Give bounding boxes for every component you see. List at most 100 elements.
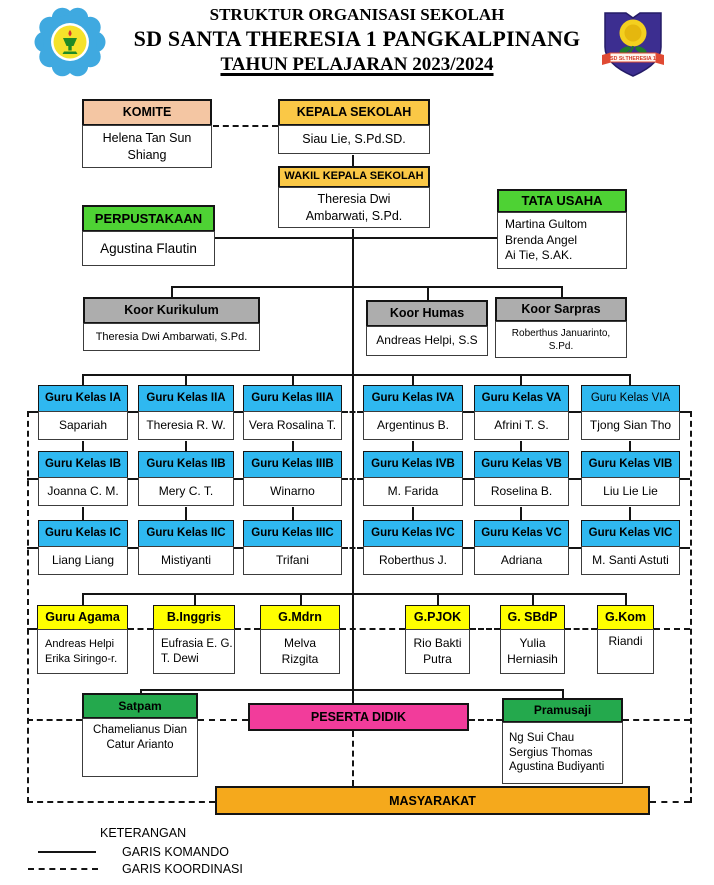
garis-koordinasi-line: [680, 411, 690, 413]
guru-mdrn-box: G.Mdrn Melva Rizgita: [260, 605, 340, 674]
garis-koordinasi-line: [569, 411, 581, 413]
guru-kelas-ivb-box: Guru Kelas IVB M. Farida: [363, 451, 463, 506]
garis-koordinasi-line: [27, 478, 38, 480]
garis-koordinasi-line: [27, 547, 38, 549]
guru-agama-value: Andreas Helpi Erika Siringo-r.: [37, 629, 128, 674]
guru-kelas-iib-header: Guru Kelas IIB: [138, 451, 234, 478]
garis-komando-line: [140, 689, 142, 694]
garis-komando-line: [562, 689, 564, 699]
garis-komando-line: [82, 507, 84, 520]
page-title: STRUKTUR ORGANISASI SEKOLAH SD SANTA THE…: [100, 4, 614, 77]
garis-koordinasi-line: [342, 411, 363, 413]
koor-sarpras-value: Roberthus Januarinto, S.Pd.: [495, 321, 627, 358]
pramusaji-value: Ng Sui Chau Sergius Thomas Agustina Budi…: [502, 722, 623, 784]
guru-kelas-vic-value: M. Santi Astuti: [581, 546, 680, 575]
guru-mdrn-value: Melva Rizgita: [260, 629, 340, 674]
title-line3: TAHUN PELAJARAN 2023/2024: [220, 54, 494, 75]
koor-humas-value: Andreas Helpi, S.S: [366, 326, 488, 356]
guru-kelas-ia-value: Sapariah: [38, 411, 128, 440]
garis-koordinasi-line: [470, 628, 500, 630]
garis-komando-line: [629, 507, 631, 520]
garis-komando-line: [82, 593, 626, 595]
komite-box: KOMITE Helena Tan Sun Shiang: [82, 99, 212, 168]
guru-kom-header: G.Kom: [597, 605, 654, 630]
garis-koordinasi-line: [680, 478, 690, 480]
kepala-sekolah-box: KEPALA SEKOLAH Siau Lie, S.Pd.SD.: [278, 99, 430, 154]
garis-komando-line: [352, 229, 354, 375]
garis-komando-line: [437, 593, 439, 605]
garis-komando-line: [185, 441, 187, 451]
guru-kelas-iia-box: Guru Kelas IIA Theresia R. W.: [138, 385, 234, 440]
komite-header: KOMITE: [82, 99, 212, 126]
garis-komando-line: [194, 593, 196, 605]
guru-kelas-iiic-value: Trifani: [243, 546, 342, 575]
tata-usaha-value: Martina Gultom Brenda Angel Ai Tie, S.AK…: [497, 212, 627, 269]
garis-koordinasi-line: [27, 411, 38, 413]
garis-koordinasi-line: [234, 547, 243, 549]
garis-komando-line: [38, 851, 96, 853]
garis-komando-line: [352, 374, 354, 703]
guru-kelas-vb-value: Roselina B.: [474, 477, 569, 506]
koor-kurikulum-value: Theresia Dwi Ambarwati, S.Pd.: [83, 323, 260, 351]
garis-koordinasi-line: [27, 628, 37, 630]
guru-kelas-iiia-box: Guru Kelas IIIA Vera Rosalina T.: [243, 385, 342, 440]
garis-komando-line: [352, 155, 354, 166]
satpam-value: Chamelianus Dian Catur Arianto: [82, 718, 198, 777]
masyarakat-box: MASYARAKAT: [215, 786, 650, 815]
guru-agama-header: Guru Agama: [37, 605, 128, 630]
perpustakaan-value: Agustina Flautin: [82, 231, 215, 266]
garis-koordinasi-line: [463, 411, 474, 413]
guru-kelas-iiia-value: Vera Rosalina T.: [243, 411, 342, 440]
koor-sarpras-header: Koor Sarpras: [495, 297, 627, 322]
garis-koordinasi-line: [352, 731, 354, 786]
guru-sbdp-box: G. SBdP Yulia Herniasih: [500, 605, 565, 674]
guru-kelas-iiic-box: Guru Kelas IIIC Trifani: [243, 520, 342, 575]
koor-kurikulum-box: Koor Kurikulum Theresia Dwi Ambarwati, S…: [83, 297, 260, 351]
garis-komando-line: [171, 286, 563, 288]
guru-kelas-iic-value: Mistiyanti: [138, 546, 234, 575]
satpam-header: Satpam: [82, 693, 198, 719]
perpustakaan-box: PERPUSTAKAAN Agustina Flautin: [82, 205, 215, 266]
guru-kelas-ic-header: Guru Kelas IC: [38, 520, 128, 547]
title-line2: SD SANTA THERESIA 1 PANGKALPINANG: [133, 26, 581, 51]
koor-humas-header: Koor Humas: [366, 300, 488, 327]
peserta-didik-box: PESERTA DIDIK: [248, 703, 469, 731]
garis-komando-line: [412, 441, 414, 451]
perpustakaan-header: PERPUSTAKAAN: [82, 205, 215, 232]
garis-koordinasi-line: [690, 411, 692, 803]
garis-koordinasi-line: [650, 801, 690, 803]
garis-komando-line: [185, 374, 187, 385]
guru-kelas-ia-box: Guru Kelas IA Sapariah: [38, 385, 128, 440]
guru-kelas-vic-box: Guru Kelas VIC M. Santi Astuti: [581, 520, 680, 575]
guru-kelas-ic-box: Guru Kelas IC Liang Liang: [38, 520, 128, 575]
guru-kelas-iia-header: Guru Kelas IIA: [138, 385, 234, 412]
title-line1: STRUKTUR ORGANISASI SEKOLAH: [209, 5, 505, 24]
garis-komando-line: [629, 441, 631, 451]
pramusaji-header: Pramusaji: [502, 698, 623, 723]
guru-kelas-iva-value: Argentinus B.: [363, 411, 463, 440]
garis-komando-line: [561, 286, 563, 297]
guru-kelas-vib-value: Liu Lie Lie: [581, 477, 680, 506]
garis-koordinasi-line: [623, 719, 690, 721]
garis-komando-line: [185, 507, 187, 520]
guru-kelas-via-box: Guru Kelas VIA Tjong Sian Tho: [581, 385, 680, 440]
garis-koordinasi-line: [128, 547, 138, 549]
garis-komando-line: [82, 374, 631, 376]
garis-koordinasi-line: [569, 547, 581, 549]
guru-kelas-ia-header: Guru Kelas IA: [38, 385, 128, 412]
guru-kelas-ib-value: Joanna C. M.: [38, 477, 128, 506]
garis-komando-line: [532, 593, 534, 605]
guru-kelas-iia-value: Theresia R. W.: [138, 411, 234, 440]
guru-kelas-va-box: Guru Kelas VA Afrini T. S.: [474, 385, 569, 440]
guru-binggris-box: B.Inggris Eufrasia E. G. T. Dewi: [153, 605, 235, 674]
garis-koordinasi-line: [128, 478, 138, 480]
guru-kelas-iic-box: Guru Kelas IIC Mistiyanti: [138, 520, 234, 575]
school-logo-right: SD St.THERESIA 1: [600, 5, 666, 86]
garis-komando-line: [412, 507, 414, 520]
garis-koordinasi-line: [27, 719, 82, 721]
garis-komando-line: [625, 593, 627, 605]
garis-koordinasi-line: [128, 411, 138, 413]
guru-kelas-vc-value: Adriana: [474, 546, 569, 575]
guru-sbdp-header: G. SBdP: [500, 605, 565, 630]
